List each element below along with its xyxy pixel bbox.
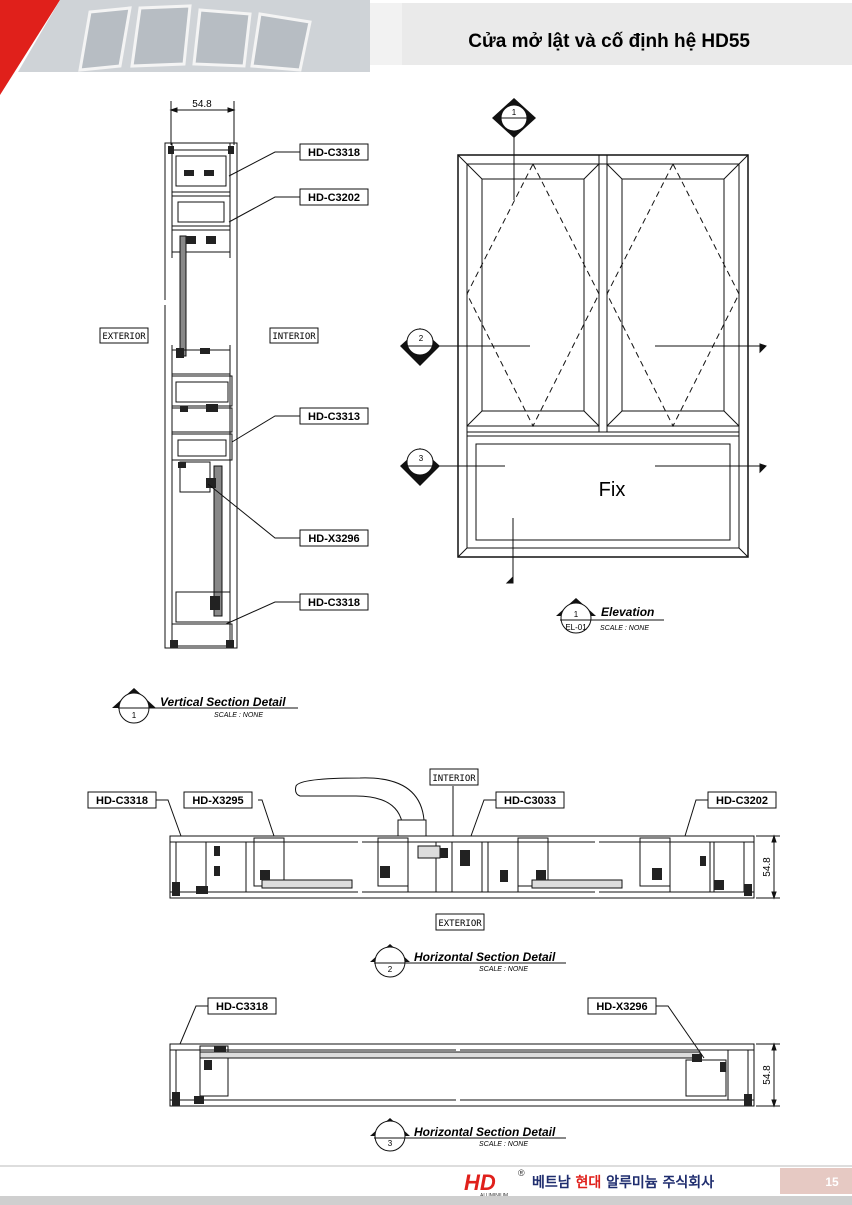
horizontal-3-profile-label: HD-C3318 (216, 1001, 268, 1013)
vertical-dimension-label: 54.8 (192, 99, 212, 110)
elevation-scale: SCALE : NONE (600, 625, 649, 632)
footer: HD ALUMINIUM ® 베트남 현대 알루미늄 주식회사 15 (0, 1165, 852, 1205)
vertical-section-title: Vertical Section Detail (160, 695, 286, 709)
header: Cửa mở lật và cố định hệ HD55 (0, 0, 852, 95)
elevation-marker-3: 3 (419, 454, 424, 463)
vertical-exterior-label: EXTERIOR (102, 332, 146, 342)
header-window-photos (78, 4, 312, 72)
horizontal-profile-label: HD-C3318 (96, 795, 148, 807)
elevation-title-marker: 1 EL-01 Elevation SCALE : NONE (556, 598, 664, 634)
horizontal-section-2-title-marker: 2 Horizontal Section Detail SCALE : NONE (370, 944, 566, 978)
horizontal-exterior-label: EXTERIOR (438, 919, 482, 929)
elevation-marker-2: 2 (419, 334, 424, 343)
horizontal-section-3-drawing (169, 1005, 780, 1108)
vertical-section-title-marker: 1 Vertical Section Detail SCALE : NONE (112, 688, 298, 724)
horizontal-profile-label: HD-X3295 (192, 795, 243, 807)
horizontal-section-2-drawing (156, 777, 780, 900)
elevation-top-marker-number: 1 (512, 108, 517, 117)
page-number-box (780, 1168, 852, 1194)
company-name: 베트남 현대 알루미늄 주식회사 (532, 1174, 714, 1191)
header-title-notch (370, 3, 402, 65)
vertical-profile-label: HD-C3318 (308, 147, 360, 159)
vertical-section-drawing (163, 101, 300, 649)
horizontal-2-scale: SCALE : NONE (479, 966, 528, 973)
bottom-bar (0, 1196, 852, 1205)
horizontal-3-dimension-label: 54.8 (762, 1065, 773, 1085)
elevation-title: Elevation (601, 605, 654, 619)
vertical-profile-label: HD-X3296 (308, 533, 359, 545)
elevation-drawing (420, 130, 767, 584)
horizontal-interior-label: INTERIOR (432, 774, 476, 784)
fix-label: Fix (599, 479, 626, 501)
svg-text:HD: HD (464, 1170, 496, 1195)
vertical-profile-label: HD-C3202 (308, 192, 360, 204)
horizontal-profile-label: HD-C3033 (504, 795, 556, 807)
header-title-box (370, 3, 852, 65)
vertical-marker-number: 1 (132, 711, 137, 720)
window-handle-lever (295, 777, 425, 823)
page-title: Cửa mở lật và cố định hệ HD55 (468, 31, 750, 52)
vertical-profile-label: HD-C3318 (308, 597, 360, 609)
horizontal-3-scale: SCALE : NONE (479, 1141, 528, 1148)
horizontal-section-3-title-marker: 3 Horizontal Section Detail SCALE : NONE (370, 1118, 566, 1152)
header-red-corner (0, 0, 60, 95)
elevation-markers: 1 2 3 Fix (400, 98, 625, 501)
horizontal-2-marker-number: 2 (388, 965, 393, 974)
elevation-marker-number: 1 (574, 610, 579, 619)
svg-text:®: ® (518, 1168, 525, 1178)
company-logo: HD ALUMINIUM ® (464, 1168, 525, 1199)
horizontal-3-title: Horizontal Section Detail (414, 1125, 556, 1139)
horizontal-section-3-labels: HD-C3318 HD-X3296 54.8 (207, 997, 773, 1085)
elevation-marker-ref: EL-01 (565, 623, 587, 632)
horizontal-dimension-label: 54.8 (762, 857, 773, 877)
horizontal-3-marker-number: 3 (388, 1139, 393, 1148)
horizontal-3-profile-label: HD-X3296 (596, 1001, 647, 1013)
horizontal-2-title: Horizontal Section Detail (414, 950, 556, 964)
vertical-section-scale: SCALE : NONE (214, 712, 263, 719)
horizontal-profile-label: HD-C3202 (716, 795, 768, 807)
vertical-profile-label: HD-C3313 (308, 411, 360, 423)
vertical-interior-label: INTERIOR (272, 332, 316, 342)
page-number: 15 (825, 1175, 839, 1189)
horizontal-section-2-labels: INTERIOR EXTERIOR HD-C3318 HD-X3295 HD-C… (87, 768, 777, 931)
vertical-section-labels: 54.8 EXTERIOR INTERIOR HD-C3318 HD-C3202… (99, 99, 369, 611)
